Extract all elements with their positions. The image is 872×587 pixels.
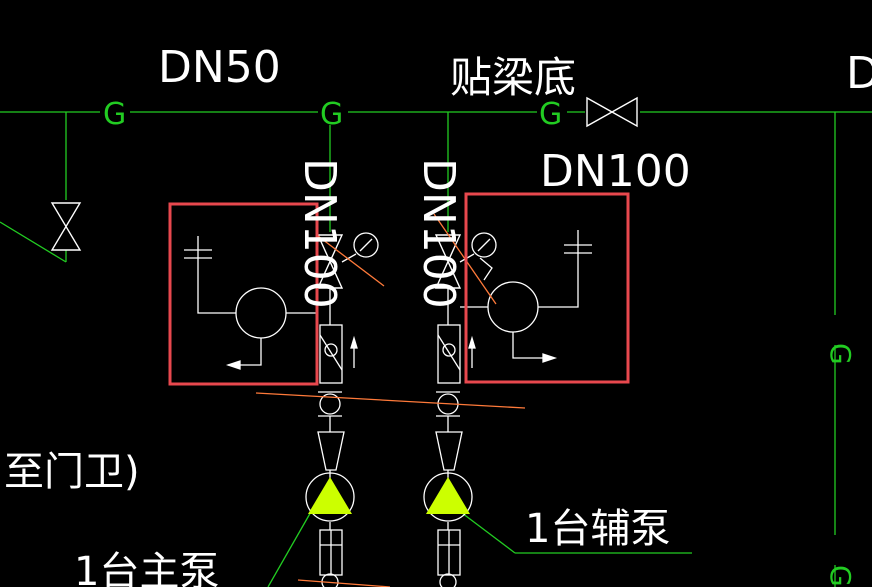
reducer-icon xyxy=(435,431,463,471)
pipe-code-g-1: G xyxy=(103,97,126,132)
main-supply-pipe xyxy=(0,111,872,587)
main-pump-label: 1台主泵 xyxy=(74,549,219,587)
main-pump-symbol xyxy=(305,472,355,522)
highlight-box-left xyxy=(168,202,319,386)
aux-pump-symbol xyxy=(423,472,473,522)
pressure-gauge-icon xyxy=(353,232,379,258)
highlight-boxes xyxy=(168,192,630,386)
pump-icon xyxy=(426,477,470,514)
stabilizer-detail-right xyxy=(460,230,592,363)
beam-bottom-label: 贴梁底 xyxy=(450,53,576,102)
edge-letter: D xyxy=(846,48,872,99)
pipe-size-dn100-right: DN100 xyxy=(413,158,464,309)
pipe-code-markers: G G G G G xyxy=(103,97,857,587)
pipe-code-g-4: G xyxy=(824,343,857,365)
pipe-code-g-2: G xyxy=(320,97,343,132)
gate-valve-icon xyxy=(434,234,462,289)
pipe-size-dn100-top: DN100 xyxy=(540,146,691,197)
pipe-size-dn100-left: DN100 xyxy=(294,158,345,309)
highlight-box-right xyxy=(464,192,630,384)
reducer-icon xyxy=(317,431,345,471)
flexible-joint-icon xyxy=(319,393,341,415)
gate-label: 至门卫) xyxy=(4,449,140,495)
riser-components-left xyxy=(317,288,358,587)
pump-icon xyxy=(308,477,352,514)
stabilizer-detail-left xyxy=(184,236,318,370)
pipe-code-g-5: G xyxy=(824,565,857,587)
pipe-size-dn50: DN50 xyxy=(158,42,281,93)
gate-valve-symbols xyxy=(50,96,638,289)
riser-components-right xyxy=(435,288,476,587)
aux-pump-label: 1台辅泵 xyxy=(525,506,670,552)
gate-valve-icon xyxy=(586,96,638,128)
pipe-code-g-3: G xyxy=(539,97,562,132)
pressure-gauge-icon xyxy=(471,232,497,258)
gate-valve-icon xyxy=(50,202,82,251)
